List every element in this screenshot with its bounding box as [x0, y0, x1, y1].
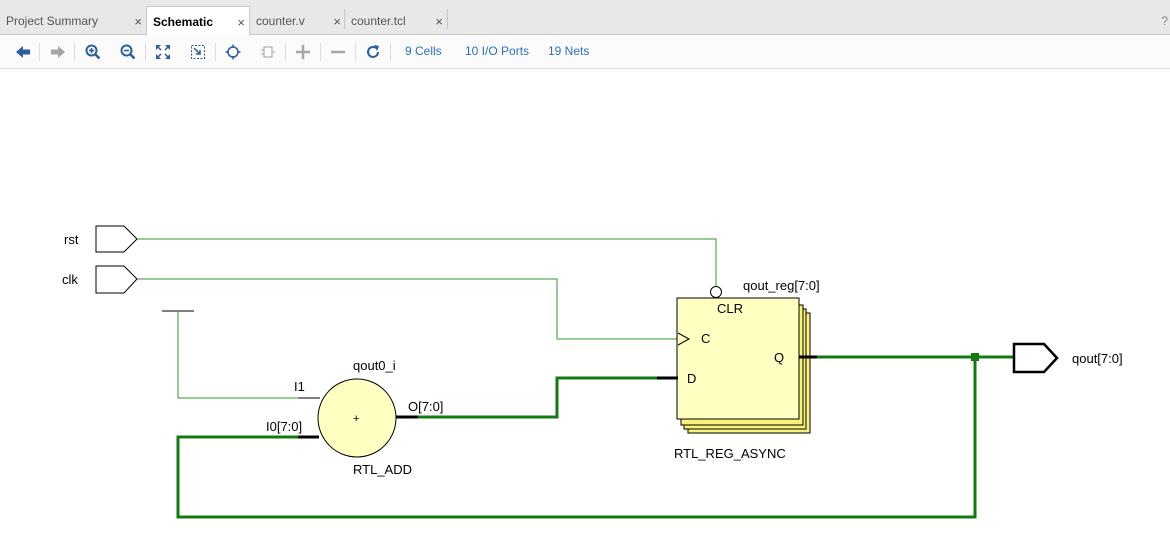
register-pin-c: C — [701, 331, 710, 346]
register-pin-d: D — [687, 371, 696, 386]
adder-pin-i1: I1 — [294, 379, 305, 394]
zoom-fit-icon[interactable] — [153, 35, 173, 68]
input-port-clk[interactable] — [95, 265, 138, 294]
io-ports-count-link[interactable]: 10 I/O Ports — [465, 44, 530, 58]
input-port-rst[interactable] — [95, 225, 138, 253]
net-clk[interactable] — [137, 278, 678, 340]
close-icon[interactable]: × — [435, 14, 443, 29]
schematic-toolbar: 9 Cells 10 I/O Ports 19 Nets — [0, 35, 1170, 69]
schematic-canvas[interactable]: rst clk qout[7:0] qout_reg[7:0] CLR C D … — [0, 70, 1170, 558]
adder-pin-i0: I0[7:0] — [266, 419, 302, 434]
forward-arrow-icon[interactable] — [48, 35, 68, 68]
close-icon[interactable]: × — [134, 14, 142, 29]
expand-icon[interactable] — [293, 35, 313, 68]
register-pin-clr: CLR — [717, 301, 743, 316]
tab-counter-tcl[interactable]: counter.tcl × — [345, 6, 447, 35]
register-cell[interactable] — [676, 297, 811, 434]
close-icon[interactable]: × — [237, 15, 245, 30]
adder-pin-o: O[7:0] — [408, 399, 443, 414]
zoom-out-icon[interactable] — [118, 35, 138, 68]
zoom-in-icon[interactable] — [83, 35, 103, 68]
tab-label: Project Summary — [6, 13, 99, 28]
toolbar-divider — [355, 43, 356, 61]
net-junction — [971, 353, 979, 361]
adder-name: qout0_i — [353, 358, 396, 373]
clock-edge-marker — [677, 332, 691, 346]
adder-symbol: + — [353, 413, 359, 425]
tab-label: counter.tcl — [351, 13, 406, 28]
back-arrow-icon[interactable] — [13, 35, 33, 68]
tab-counter-v[interactable]: counter.v × — [250, 6, 345, 35]
tab-schematic[interactable]: Schematic × — [146, 6, 250, 36]
net-const-i1[interactable] — [177, 311, 320, 399]
input-port-clk-label: clk — [62, 272, 78, 287]
adder-type: RTL_ADD — [353, 462, 412, 477]
clr-inversion-bubble — [710, 286, 722, 298]
toolbar-divider — [320, 43, 321, 61]
register-name: qout_reg[7:0] — [743, 278, 820, 293]
zoom-area-icon[interactable] — [188, 35, 208, 68]
bus-feedback[interactable] — [176, 357, 977, 519]
regenerate-icon[interactable] — [258, 35, 278, 68]
tab-label: Schematic — [153, 14, 214, 29]
output-port-qout[interactable] — [1012, 342, 1059, 374]
nets-count-link[interactable]: 19 Nets — [548, 44, 590, 58]
toolbar-divider — [145, 43, 146, 61]
register-type: RTL_REG_ASYNC — [674, 446, 786, 461]
close-icon[interactable]: × — [333, 14, 341, 29]
select-center-icon[interactable] — [223, 35, 243, 68]
input-port-rst-label: rst — [64, 232, 79, 247]
tab-project-summary[interactable]: Project Summary × — [0, 6, 146, 35]
net-rst[interactable] — [137, 238, 717, 286]
register-pin-q: Q — [774, 350, 784, 365]
tab-divider — [344, 9, 345, 29]
reload-icon[interactable] — [363, 35, 383, 68]
toolbar-divider — [285, 43, 286, 61]
collapse-icon[interactable] — [328, 35, 348, 68]
toolbar-divider — [390, 43, 391, 61]
toolbar-divider — [74, 43, 75, 61]
toolbar-divider — [39, 43, 40, 61]
tab-bar: Project Summary × Schematic × counter.v … — [0, 0, 1170, 36]
tab-divider — [447, 9, 448, 29]
tab-label: counter.v — [256, 13, 305, 28]
cells-count-link[interactable]: 9 Cells — [405, 44, 442, 58]
output-port-qout-label: qout[7:0] — [1072, 351, 1123, 366]
toolbar-divider — [215, 43, 216, 61]
bus-add-to-d[interactable] — [398, 376, 657, 419]
help-icon[interactable]: ? — [1161, 14, 1168, 28]
